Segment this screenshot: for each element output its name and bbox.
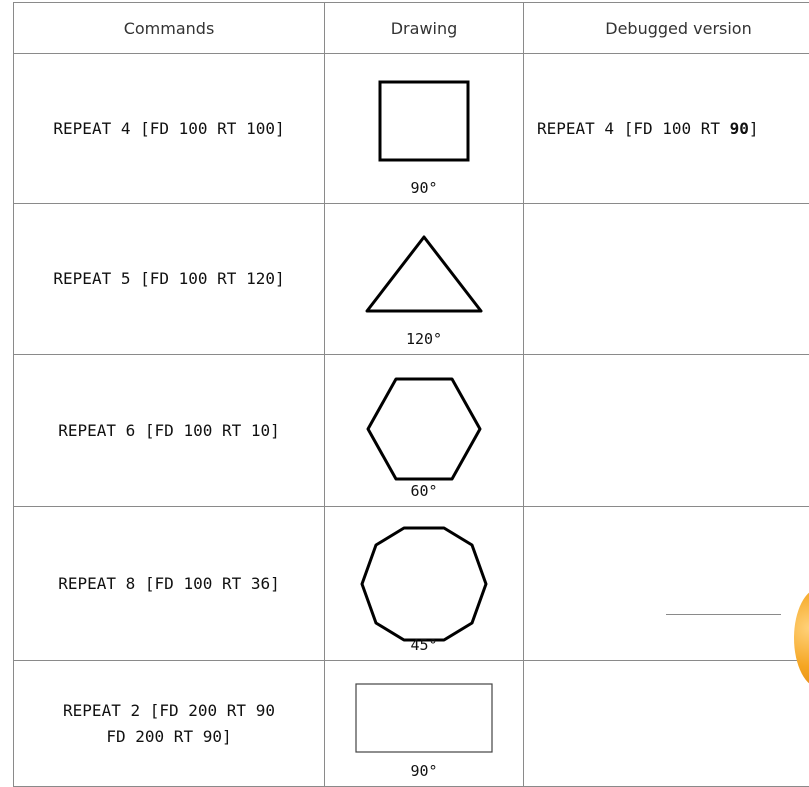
command-line-2: FD 200 RT 90] (14, 724, 324, 750)
debugged-cell (524, 507, 809, 661)
drawing-cell: 120° (325, 204, 524, 355)
drawing-cell: 60° (325, 355, 524, 507)
command-line-1: REPEAT 2 [FD 200 RT 90 (14, 698, 324, 724)
square-drawing (364, 70, 484, 188)
header-drawing: Drawing (325, 3, 524, 54)
angle-label: 120° (325, 330, 523, 348)
angle-label: 90° (325, 762, 523, 780)
command-cell: REPEAT 5 [FD 100 RT 120] (14, 204, 325, 355)
decagon-drawing (356, 521, 492, 647)
angle-label: 90° (325, 179, 523, 197)
header-row: Commands Drawing Debugged version (14, 3, 809, 54)
command-cell: REPEAT 4 [FD 100 RT 100] (14, 54, 325, 204)
debugged-suffix: ] (749, 119, 759, 138)
debugged-prefix: REPEAT 4 [FD 100 RT (537, 119, 730, 138)
debugged-cell (524, 204, 809, 355)
logo-commands-table: Commands Drawing Debugged version REPEAT… (13, 2, 809, 787)
rectangle-drawing (354, 672, 494, 776)
debugged-cell (524, 355, 809, 507)
command-cell: REPEAT 2 [FD 200 RT 90 FD 200 RT 90] (14, 661, 325, 787)
angle-label: 60° (325, 482, 523, 500)
drawing-cell: 90° (325, 54, 524, 204)
table-row: REPEAT 4 [FD 100 RT 100] 90° REPEAT 4 [F… (14, 54, 809, 204)
debugged-fix: 90 (730, 119, 749, 138)
debugged-cell: REPEAT 4 [FD 100 RT 90] (524, 54, 809, 204)
angle-label: 45° (325, 636, 523, 654)
separator-line (666, 614, 781, 615)
drawing-cell: 45° (325, 507, 524, 661)
hexagon-drawing (359, 371, 489, 491)
table-row: REPEAT 8 [FD 100 RT 36] 45° (14, 507, 809, 661)
header-debugged: Debugged version (524, 3, 809, 54)
debugged-cell (524, 661, 809, 787)
command-cell: REPEAT 8 [FD 100 RT 36] (14, 507, 325, 661)
table-row: REPEAT 5 [FD 100 RT 120] 120° (14, 204, 809, 355)
command-cell: REPEAT 6 [FD 100 RT 10] (14, 355, 325, 507)
triangle-drawing (359, 229, 489, 329)
table-row: REPEAT 2 [FD 200 RT 90 FD 200 RT 90] 90° (14, 661, 809, 787)
header-commands: Commands (14, 3, 325, 54)
table-row: REPEAT 6 [FD 100 RT 10] 60° (14, 355, 809, 507)
drawing-cell: 90° (325, 661, 524, 787)
